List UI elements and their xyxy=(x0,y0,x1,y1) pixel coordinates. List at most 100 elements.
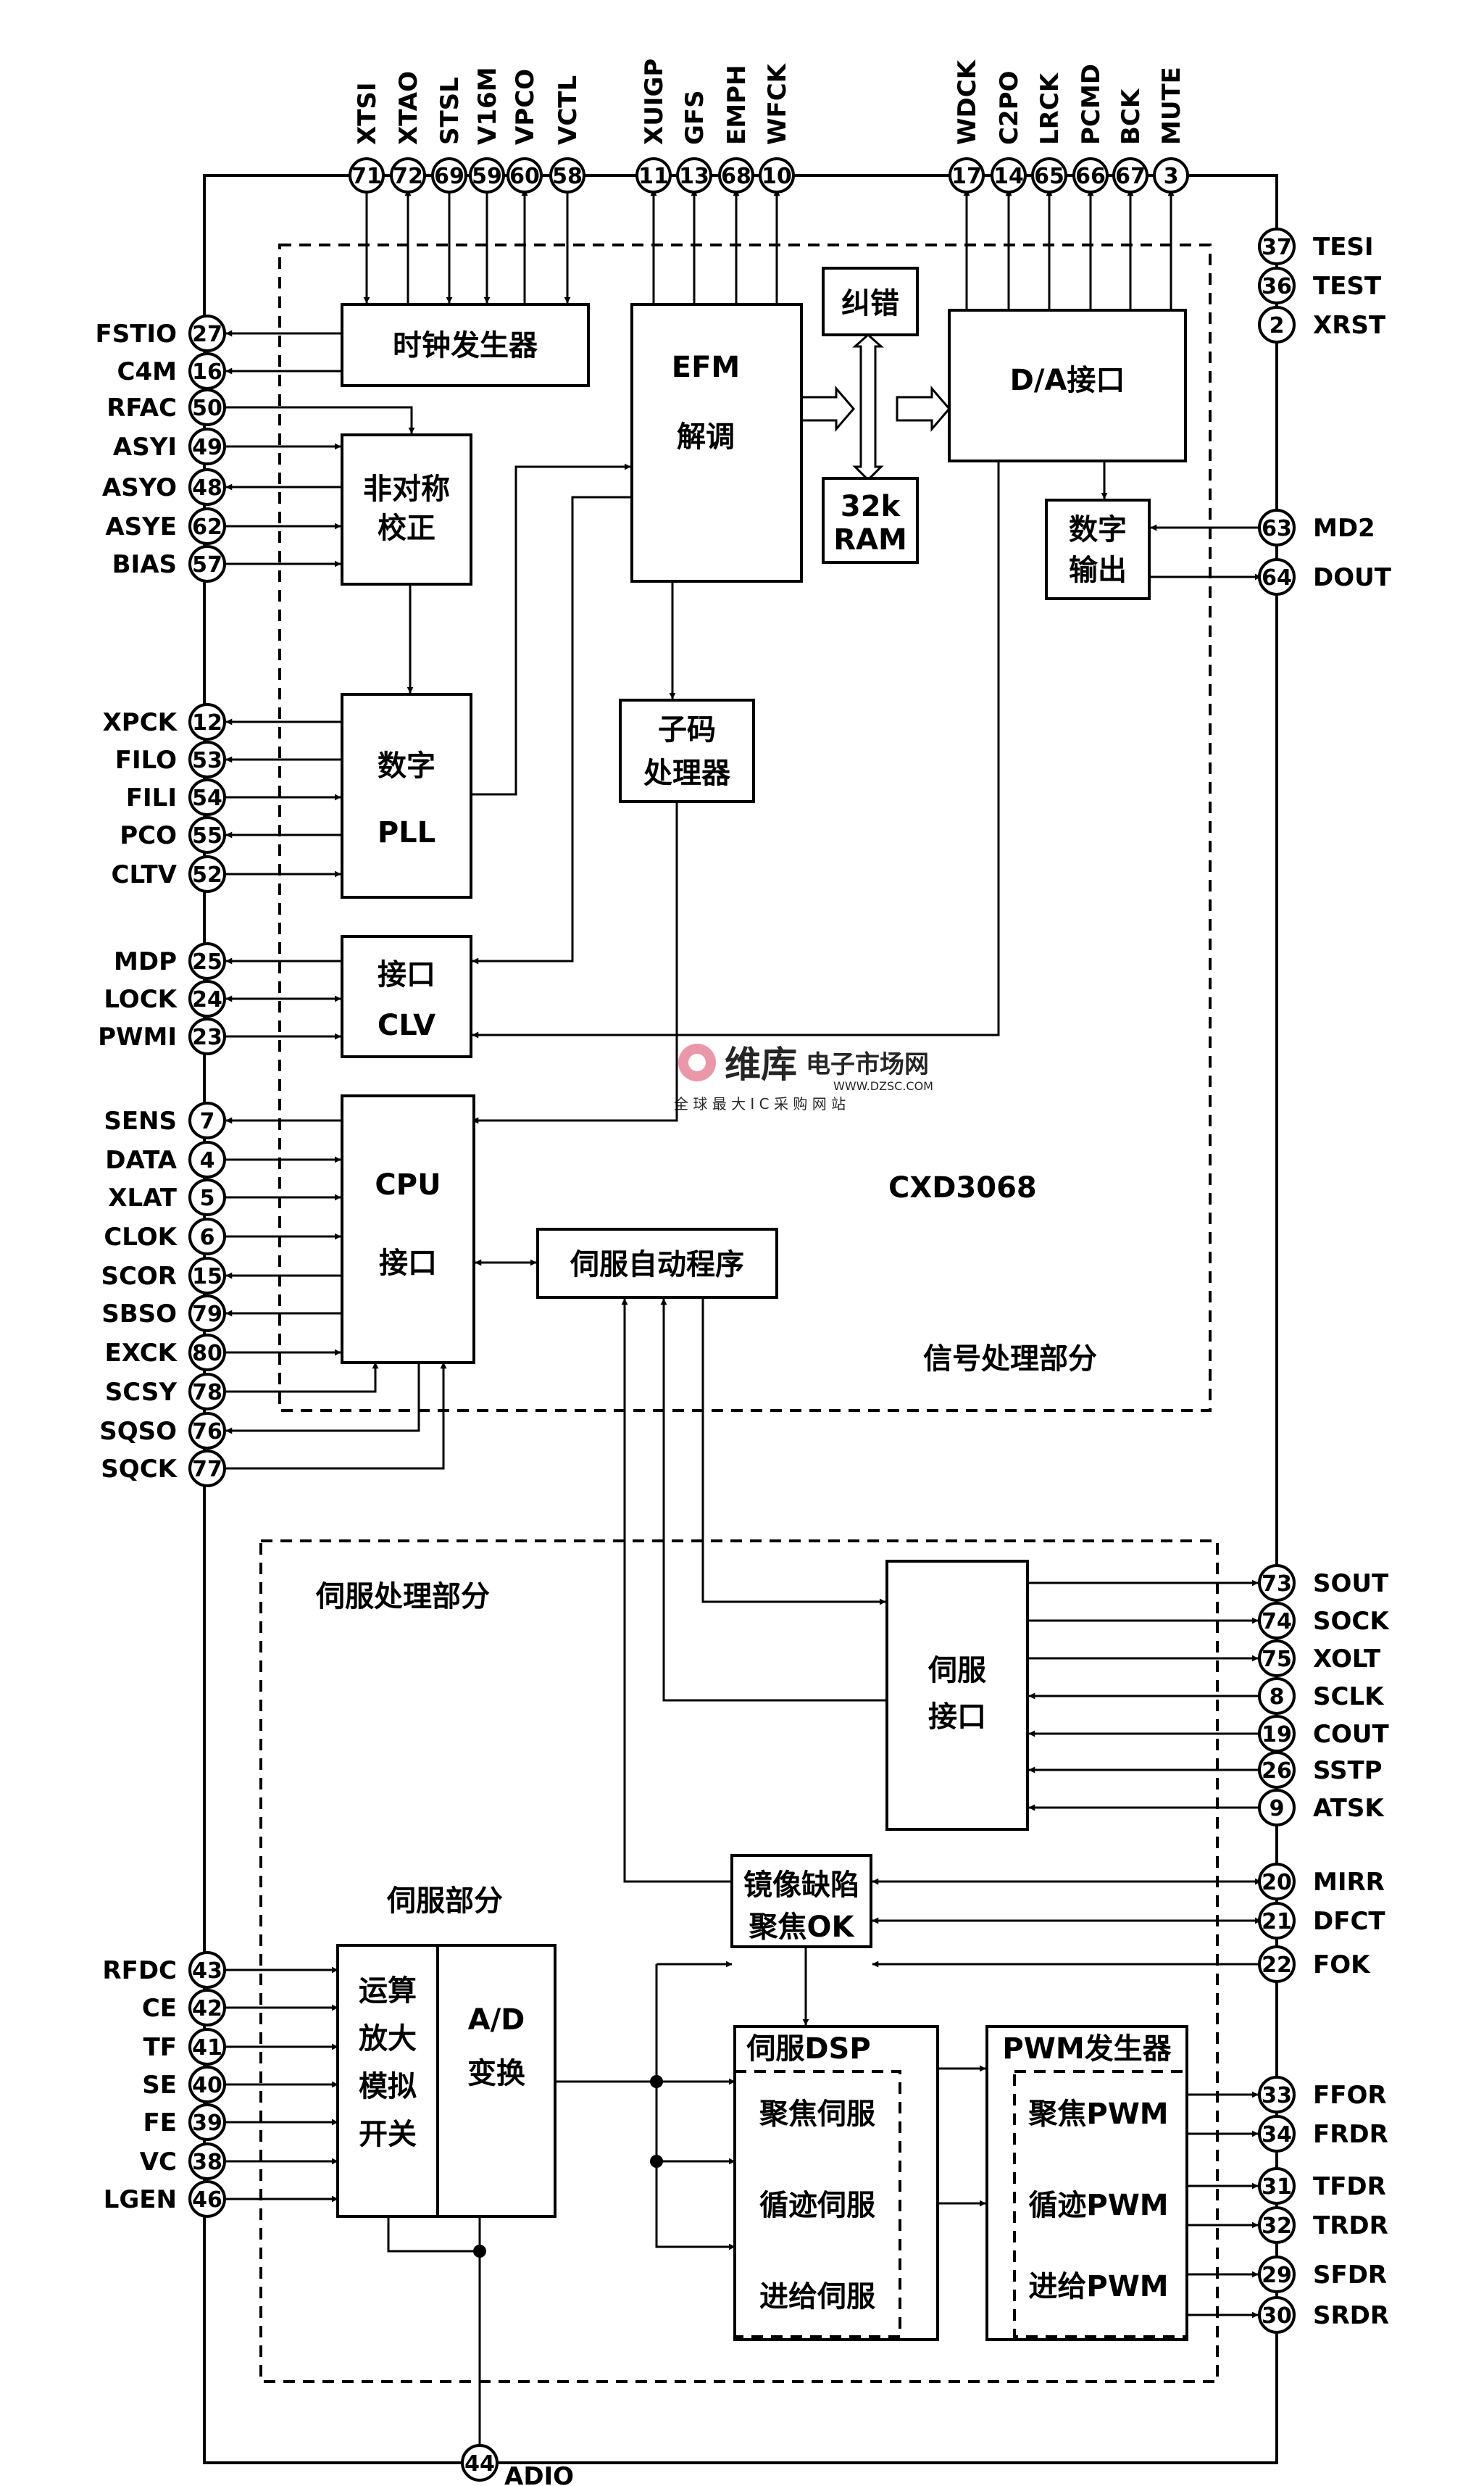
top-pins: 71XTSI72XTAO69STSL59V16M60VPCO58VCTL11XU… xyxy=(349,59,1189,194)
pin-label: PCMD xyxy=(1077,64,1106,145)
pin-label: FILO xyxy=(115,746,177,775)
pin-mute: 3 MUTE xyxy=(1153,67,1189,194)
pin-number: 75 xyxy=(1262,1647,1292,1672)
pin-label: XTAO xyxy=(394,71,423,145)
svg-text:接口: 接口 xyxy=(379,1247,437,1280)
pin-circle xyxy=(549,157,585,194)
pin-number: 36 xyxy=(1262,274,1292,299)
pin-label: WDCK xyxy=(953,59,982,145)
pin-label: FFOR xyxy=(1313,2081,1387,2110)
pin-number: 32 xyxy=(1262,2213,1292,2239)
junction-dots xyxy=(473,2075,663,2258)
pin-number: 14 xyxy=(993,164,1024,189)
pin-circle xyxy=(188,1141,226,1178)
pin-circle xyxy=(188,2142,226,2180)
chip-name: CXD3068 xyxy=(888,1171,1037,1205)
pin-number: 59 xyxy=(472,164,502,189)
pin-number: 77 xyxy=(192,1457,222,1482)
pin-label: EXCK xyxy=(104,1339,178,1368)
pin-number: 37 xyxy=(1262,235,1292,260)
svg-text:镜像缺陷: 镜像缺陷 xyxy=(743,1868,859,1902)
pin-number: 49 xyxy=(192,435,222,460)
pin-circle xyxy=(469,157,505,194)
pin-label: MUTE xyxy=(1157,67,1186,145)
pin-label: SFDR xyxy=(1313,2261,1387,2290)
svg-text:RAM: RAM xyxy=(833,523,907,557)
pin-number: 8 xyxy=(1270,1684,1285,1710)
pin-number: 25 xyxy=(192,949,222,975)
svg-text:接口: 接口 xyxy=(378,958,435,992)
pin-number: 58 xyxy=(552,164,583,189)
pin-label: FSTIO xyxy=(96,320,177,349)
pin-label: SSTP xyxy=(1313,1756,1383,1785)
subcode-processor-block: 子码 处理器 xyxy=(619,699,755,803)
pin-number: 57 xyxy=(192,552,222,578)
pin-label: LRCK xyxy=(1035,72,1064,145)
pin-number: 5 xyxy=(200,1186,215,1211)
pin-circle xyxy=(431,157,467,194)
pin-number: 68 xyxy=(721,164,751,189)
svg-text:运算: 运算 xyxy=(359,1974,417,2008)
pin-label: TF xyxy=(143,2033,177,2062)
svg-text:模拟: 模拟 xyxy=(359,2070,417,2103)
pin-number: 2 xyxy=(1270,313,1285,338)
pin-circle xyxy=(349,157,385,194)
pin-label: ASYI xyxy=(113,433,177,462)
pin-label: SOCK xyxy=(1313,1607,1390,1636)
pin-number: 71 xyxy=(351,164,382,189)
svg-text:32k: 32k xyxy=(841,490,901,523)
asymmetry-correction-block: 非对称 校正 xyxy=(341,433,472,586)
servo-interface-block: 伺服 接口 xyxy=(885,1560,1029,1831)
da-interface-block: D/A接口 xyxy=(948,309,1187,462)
pin-label: ASYO xyxy=(102,473,177,502)
svg-text:伺服: 伺服 xyxy=(928,1654,986,1687)
pin-number: 11 xyxy=(638,164,669,189)
pin-label: MDP xyxy=(114,947,177,976)
pin-number: 24 xyxy=(192,987,222,1013)
pin-number: 3 xyxy=(1164,164,1179,189)
internal-wires xyxy=(225,189,1262,2447)
svg-text:变换: 变换 xyxy=(467,2057,525,2090)
pin-circle xyxy=(1258,1677,1296,1715)
svg-text:电子市场网: 电子市场网 xyxy=(806,1050,929,1079)
svg-text:全 球 最 大 I C 采 购 网 站: 全 球 最 大 I C 采 购 网 站 xyxy=(674,1095,846,1113)
pin-circle xyxy=(1258,2256,1296,2293)
opamp-analog-switch-block: 运算 放大 模拟 开关 xyxy=(336,1944,439,2218)
pin-circle xyxy=(1258,1902,1296,1940)
pin-label: SQCK xyxy=(101,1455,178,1484)
pin-number: 48 xyxy=(192,475,222,501)
focus-servo-label: 聚焦伺服 xyxy=(759,2098,875,2131)
pin-circle xyxy=(188,1951,226,1989)
pin-circle xyxy=(188,1257,226,1294)
pin-label: RFAC xyxy=(107,394,177,423)
ram-block: 32k RAM xyxy=(822,477,919,564)
svg-text:纠错: 纠错 xyxy=(841,287,899,320)
adc-block: A/D 变换 xyxy=(436,1944,556,2218)
pin-circle xyxy=(1258,2206,1296,2244)
pin-label: PWMI xyxy=(98,1023,177,1052)
feed-pwm-label: 进给PWM xyxy=(1028,2270,1168,2303)
pin-label: FOK xyxy=(1313,1950,1371,1979)
pin-number: 46 xyxy=(192,2187,222,2213)
